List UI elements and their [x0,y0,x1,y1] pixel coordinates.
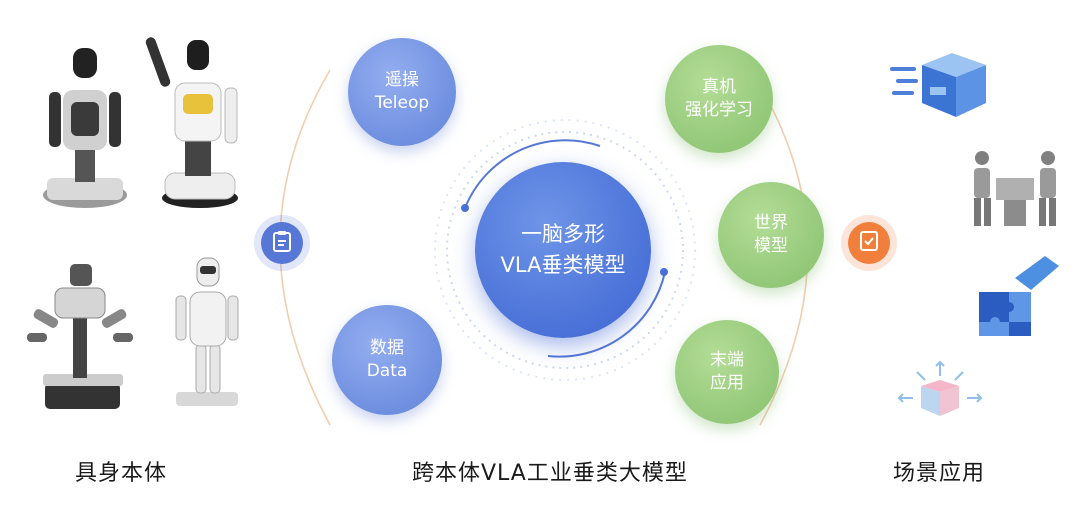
end-application-node: 末端 应用 [675,320,779,424]
scenario-label: 场景应用 [893,461,986,486]
teleop-node-line2: Teleop [374,93,430,113]
rl-node: 真机 强化学习 [665,45,773,153]
world-model-node-line1: 世界 [754,213,788,234]
world-model-node-line2: 模型 [754,236,788,256]
assembly-workers-icon [968,148,1060,228]
teleop-node-line1: 遥操 [385,70,419,91]
verified-document-icon [859,230,879,256]
rl-node-line2: 强化学习 [685,100,753,120]
data-node-line2: Data [366,361,408,381]
humanoid-robot-dark-image [35,30,135,210]
rl-node-line1: 真机 [702,77,736,98]
data-node: 数据 Data [332,305,442,415]
puzzle-hand-icon [975,250,1065,340]
vla-hub-node: 一脑多形 VLA垂类模型 [475,162,651,338]
end-application-node-line1: 末端 [710,350,744,371]
white-humanoid-robot-image [170,250,245,410]
left-connector-node [261,222,303,264]
world-model-node: 世界 模型 [718,182,824,288]
hub-line1: 一脑多形 [521,221,605,246]
teleop-node: 遥操 Teleop [348,38,456,146]
hub-line2: VLA垂类模型 [500,253,626,277]
data-node-line1: 数据 [370,338,404,359]
clipboard-icon [272,230,292,256]
model-label: 跨本体VLA工业垂类大模型 [412,461,688,486]
dual-arm-robot-image [25,258,135,413]
embodiment-label: 具身本体 [75,461,168,486]
right-connector-node [848,222,890,264]
distribution-box-icon [895,360,985,420]
end-application-node-line2: 应用 [710,373,744,393]
logistics-box-icon [890,45,990,125]
humanoid-robot-waving-image [145,28,250,208]
